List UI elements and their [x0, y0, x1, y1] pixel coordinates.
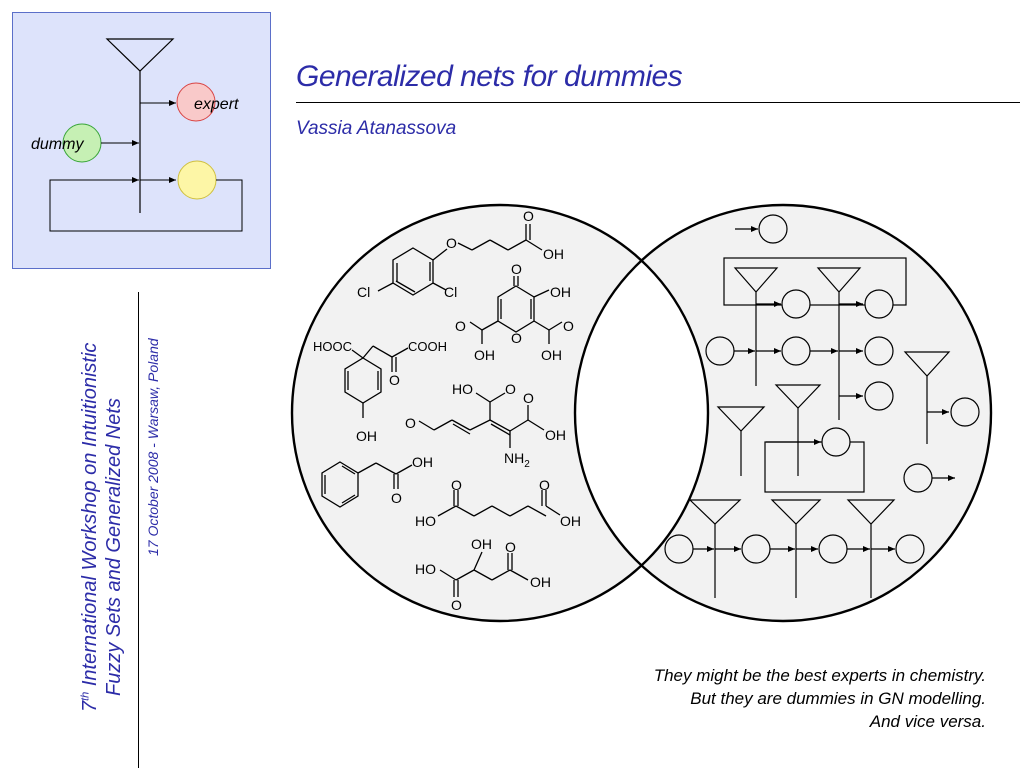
chem-label: NH2 — [504, 450, 530, 470]
chem-label: O — [446, 235, 457, 251]
chem-label: Cl — [444, 284, 457, 300]
gn-structures — [664, 214, 980, 598]
gn-place — [864, 381, 894, 411]
logo-transition — [105, 38, 175, 213]
chem-label: O — [455, 318, 466, 334]
conference-name: 7th International Workshop on Intuitioni… — [78, 343, 126, 712]
chem-label: OH — [550, 284, 571, 300]
chem-label: O — [523, 208, 534, 224]
logo-expert-place — [176, 82, 216, 122]
vertical-divider — [138, 292, 139, 768]
gn-place — [705, 336, 735, 366]
molecule-glutaric: O O HO OH — [415, 477, 581, 529]
chem-label: OH — [471, 536, 492, 552]
chem-label: HO — [415, 513, 436, 529]
molecule-malic: OH O HO OH O — [415, 536, 551, 613]
chem-label: O — [511, 261, 522, 277]
chem-label: HO — [452, 381, 473, 397]
chem-label: O — [405, 415, 416, 431]
chem-label: O — [451, 597, 462, 613]
gn-place — [895, 534, 925, 564]
caption: They might be the best experts in chemis… — [654, 664, 986, 733]
chem-label: OH — [545, 427, 566, 443]
chem-label: OH — [543, 246, 564, 262]
logo-loop-arc — [49, 177, 243, 232]
logo-token-place — [177, 160, 217, 200]
gn-place — [758, 214, 788, 244]
title-divider — [296, 102, 1020, 103]
chem-label: O — [391, 490, 402, 506]
caption-line-2: But they are dummies in GN modelling. — [690, 689, 986, 708]
gn-place — [818, 534, 848, 564]
gn-place — [950, 397, 980, 427]
chem-label: O — [505, 539, 516, 555]
chem-label: OH — [541, 347, 562, 363]
gn-logo-diagram: expert dummy — [31, 38, 243, 232]
chemistry-structures: O O OH Cl Cl O OH O O O OH OH — [313, 208, 581, 613]
caption-line-3: And vice versa. — [869, 712, 986, 731]
chem-label: O — [523, 390, 534, 406]
gn-place — [664, 534, 694, 564]
chem-label: OH — [530, 574, 551, 590]
gn-place — [781, 336, 811, 366]
date-location: 17 October 2008 - Warsaw, Poland — [145, 338, 161, 556]
logo-dummy-label: dummy — [31, 136, 84, 153]
gn-place — [903, 463, 933, 493]
gn-place — [864, 336, 894, 366]
chem-label: COOH — [408, 339, 447, 354]
gn-place — [864, 289, 894, 319]
chem-label: OH — [474, 347, 495, 363]
conference-line-2: Fuzzy Sets and Generalized Nets — [103, 398, 125, 696]
logo-panel: expert dummy — [12, 12, 271, 269]
molecule-pyrone: O OH O O O OH OH — [455, 261, 574, 363]
chem-label: O — [505, 381, 516, 397]
chem-label: OH — [356, 428, 377, 444]
molecule-prephenate: HOOC COOH O OH — [313, 339, 447, 444]
gn-place — [741, 534, 771, 564]
gn-place — [781, 289, 811, 319]
page-title: Generalized nets for dummies — [296, 60, 683, 93]
caption-line-1: They might be the best experts in chemis… — [653, 666, 986, 685]
logo-expert-label: expert — [194, 96, 239, 113]
chem-label: HO — [415, 561, 436, 577]
molecule-amino-acid: O HO O O OH NH2 — [405, 381, 566, 470]
gn-place — [821, 427, 851, 457]
chemistry-circle — [290, 203, 710, 623]
chem-label: OH — [560, 513, 581, 529]
chem-label: Cl — [357, 284, 370, 300]
chem-label: HOOC — [313, 339, 352, 354]
molecule-dichlorophenoxy: O O OH Cl Cl — [357, 208, 564, 300]
gn-circle — [573, 203, 993, 623]
chem-label: OH — [412, 454, 433, 470]
author-name: Vassia Atanassova — [296, 118, 457, 139]
chem-label: O — [563, 318, 574, 334]
molecule-phenylacetic: OH O — [321, 454, 433, 508]
chem-label: O — [389, 372, 400, 388]
conference-line-1: 7th International Workshop on Intuitioni… — [79, 342, 101, 712]
chem-label: O — [511, 330, 522, 346]
chem-label: O — [539, 477, 550, 493]
venn-diagram: O O OH Cl Cl O OH O O O OH OH — [290, 203, 993, 623]
chem-label: O — [451, 477, 462, 493]
